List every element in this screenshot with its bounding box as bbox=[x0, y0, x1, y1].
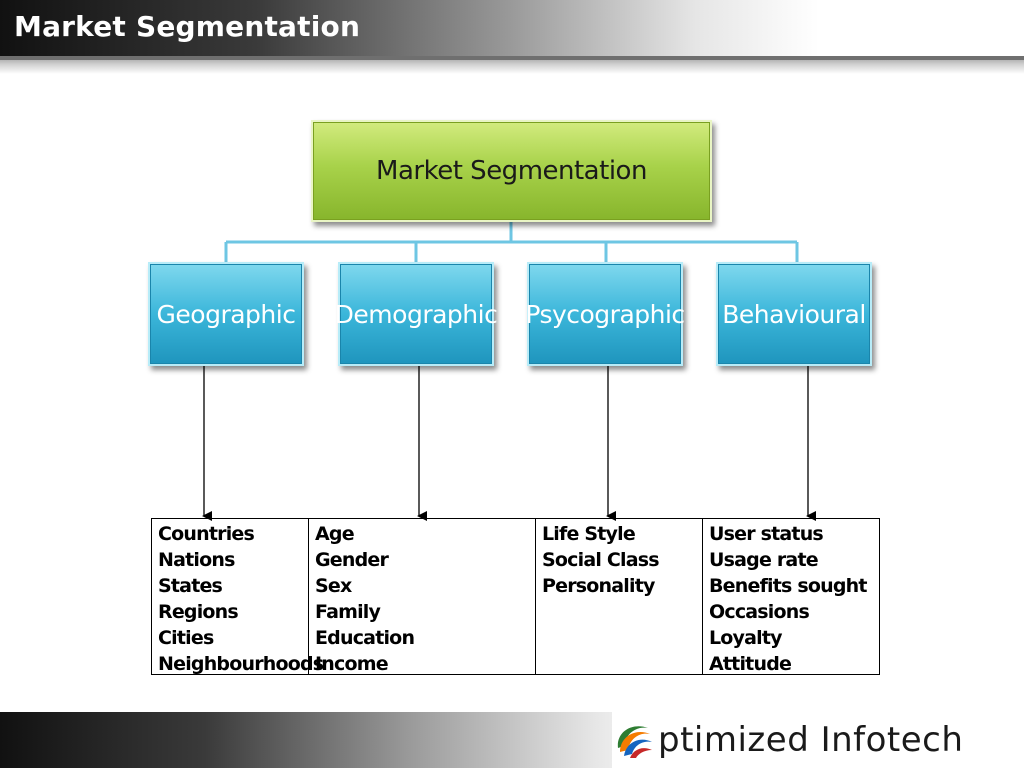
category-psycographic: Psycographic bbox=[525, 262, 685, 366]
list-item: Education bbox=[315, 627, 415, 649]
list-item: Sex bbox=[315, 575, 352, 597]
category-geographic: Geographic bbox=[148, 262, 304, 366]
list-item: User status bbox=[709, 523, 824, 545]
list-item: States bbox=[158, 575, 223, 597]
list-item: Personality bbox=[542, 575, 655, 597]
list-item: Regions bbox=[158, 601, 239, 623]
list-item: Loyalty bbox=[709, 627, 783, 649]
logo-text: ptimized Infotech bbox=[658, 720, 964, 760]
company-logo: ptimized Infotech bbox=[612, 712, 1024, 768]
list-item: Social Class bbox=[542, 549, 660, 571]
list-item: Income bbox=[315, 653, 389, 675]
slide-title: Market Segmentation bbox=[14, 10, 361, 43]
list-item: Benefits sought bbox=[709, 575, 867, 597]
list-item: Occasions bbox=[709, 601, 810, 623]
list-item: Family bbox=[315, 601, 381, 623]
header-shadow bbox=[0, 56, 1024, 74]
list-item: Attitude bbox=[709, 653, 792, 675]
list-item: Age bbox=[315, 523, 355, 545]
column-demographic: Age Gender Sex Family Education Income bbox=[309, 519, 536, 675]
segmentation-table: Countries Nations States Regions Cities … bbox=[151, 518, 880, 675]
column-psycographic: Life Style Social Class Personality bbox=[536, 519, 703, 674]
list-item: Countries bbox=[158, 523, 255, 545]
list-item: Nations bbox=[158, 549, 235, 571]
column-geographic: Countries Nations States Regions Cities … bbox=[152, 519, 324, 675]
list-item: Usage rate bbox=[709, 549, 819, 571]
category-demographic: Demographic bbox=[335, 262, 498, 366]
column-behavioural: User status Usage rate Benefits sought O… bbox=[703, 519, 879, 675]
logo-swirl-icon bbox=[617, 726, 652, 758]
header-bar: Market Segmentation bbox=[0, 0, 1024, 56]
tree-connectors bbox=[224, 222, 799, 262]
list-item: Cities bbox=[158, 627, 214, 649]
list-item: Life Style bbox=[542, 523, 636, 545]
category-behavioural: Behavioural bbox=[716, 262, 872, 366]
header-divider bbox=[0, 56, 1024, 60]
root-node: Market Segmentation bbox=[311, 120, 712, 222]
list-item: Gender bbox=[315, 549, 389, 571]
list-item: Neighbourhoods bbox=[158, 653, 324, 675]
